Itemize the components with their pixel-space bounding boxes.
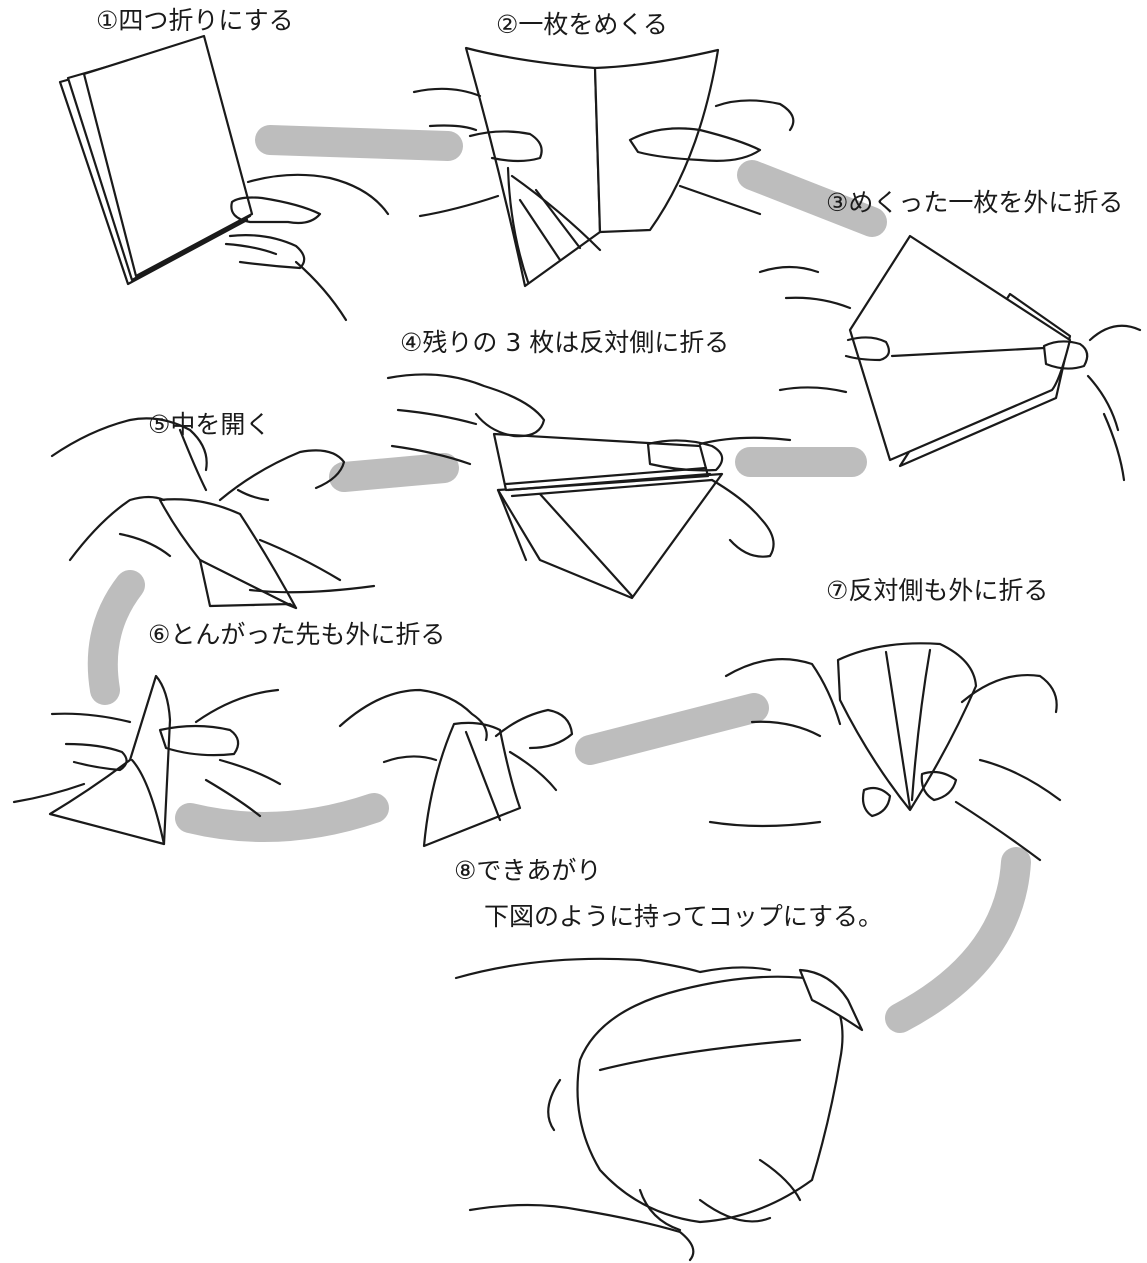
midfold-fold-line — [464, 730, 502, 822]
step5-left-hand — [50, 417, 208, 562]
midfold-right-hand — [494, 708, 574, 792]
step1-palm — [228, 234, 306, 270]
flow-arrows — [87, 125, 1031, 1033]
final-note: 下図のように持ってコップにする。 — [484, 902, 884, 931]
step8-hand-top — [454, 957, 772, 980]
step3-caption: ③めくった一枚を外に折る — [826, 188, 1124, 217]
step5-fingers-top — [178, 428, 270, 502]
step4-left-hand — [386, 373, 546, 466]
step2-left-thumb — [468, 130, 543, 163]
step1-finger-2 — [224, 242, 278, 256]
step2-left-hand — [412, 87, 500, 218]
step4-sheet-lower — [496, 472, 724, 600]
arrow-midfold-to-step7 — [575, 693, 769, 765]
step2-caption: ②一枚をめくる — [496, 10, 668, 39]
midfold-left-hand — [338, 688, 488, 764]
step3-sheet-main — [848, 234, 1072, 462]
step1-caption: ①四つ折りにする — [96, 6, 294, 35]
step7-right-hand — [954, 674, 1062, 862]
arrow-step7-to-step8 — [885, 847, 1031, 1033]
step1-thumb — [230, 196, 322, 225]
step8-flap — [798, 968, 864, 1032]
step2-sheet-right — [593, 48, 720, 234]
step3-diagonal — [890, 346, 1046, 358]
step8-hand-bottom — [468, 1203, 695, 1262]
step2-illustration — [412, 46, 795, 288]
step4-illustration — [386, 373, 792, 600]
step3-left-hand — [758, 265, 852, 394]
step1-wrist — [294, 260, 348, 322]
step4-lower-lines — [496, 488, 634, 598]
arrow-step4-to-step5 — [329, 453, 459, 492]
step6-caption: ⑥とんがった先も外に折る — [148, 620, 446, 649]
step7-cone — [836, 642, 978, 812]
step4-right-hand — [698, 436, 792, 558]
midfold-cone — [422, 721, 522, 848]
step4-sheet-upper — [492, 432, 710, 492]
step6-right-thumb — [158, 724, 240, 757]
step5-illustration — [50, 417, 376, 610]
step4-caption: ④残りの 3 枚は反対側に折る — [400, 328, 730, 357]
arrow-step6-to-midfold — [175, 793, 389, 842]
step8-illustration — [454, 957, 864, 1262]
step1-illustration — [58, 34, 390, 322]
step3-illustration — [758, 234, 1142, 482]
step7-fold-lines — [884, 648, 932, 810]
step1-hand-fingers — [246, 173, 390, 216]
step8-cup-rim — [547, 1038, 802, 1132]
step8-fingers — [638, 1158, 802, 1232]
step7-illustration — [708, 642, 1062, 862]
step2-right-thumb — [628, 127, 762, 162]
step2-sheet-left — [464, 46, 602, 288]
step5-caption: ⑤中を開く — [148, 410, 271, 439]
midfold-illustration — [338, 688, 574, 848]
arrow-step2-to-step3 — [737, 160, 887, 237]
step3-left-thumb — [844, 336, 891, 362]
step2-fold-lines — [518, 188, 582, 262]
arrow-step5-to-step6 — [87, 570, 145, 705]
step1-sheet-front — [82, 34, 254, 278]
step8-cup — [576, 975, 844, 1224]
step7-caption: ⑦反対側も外に折る — [826, 576, 1049, 605]
step6-left-hand — [12, 712, 132, 804]
step7-thumbs — [861, 770, 958, 818]
step2-right-hand — [678, 99, 795, 216]
step7-left-hand — [708, 658, 842, 828]
step4-layer-lines — [504, 466, 714, 498]
step6-fold-line — [130, 758, 166, 846]
step5-right-hand — [218, 449, 376, 594]
step4-right-thumb — [646, 439, 724, 472]
step6-right-hand — [194, 688, 282, 818]
step8-caption: ⑧できあがり — [454, 856, 602, 885]
arrow-step1-to-step2 — [255, 125, 463, 161]
step3-right-hand — [1086, 324, 1142, 482]
step6-paper — [48, 674, 172, 846]
step2-left-layer — [506, 166, 602, 284]
step3-right-thumb — [1042, 340, 1089, 370]
step6-illustration — [12, 674, 282, 846]
